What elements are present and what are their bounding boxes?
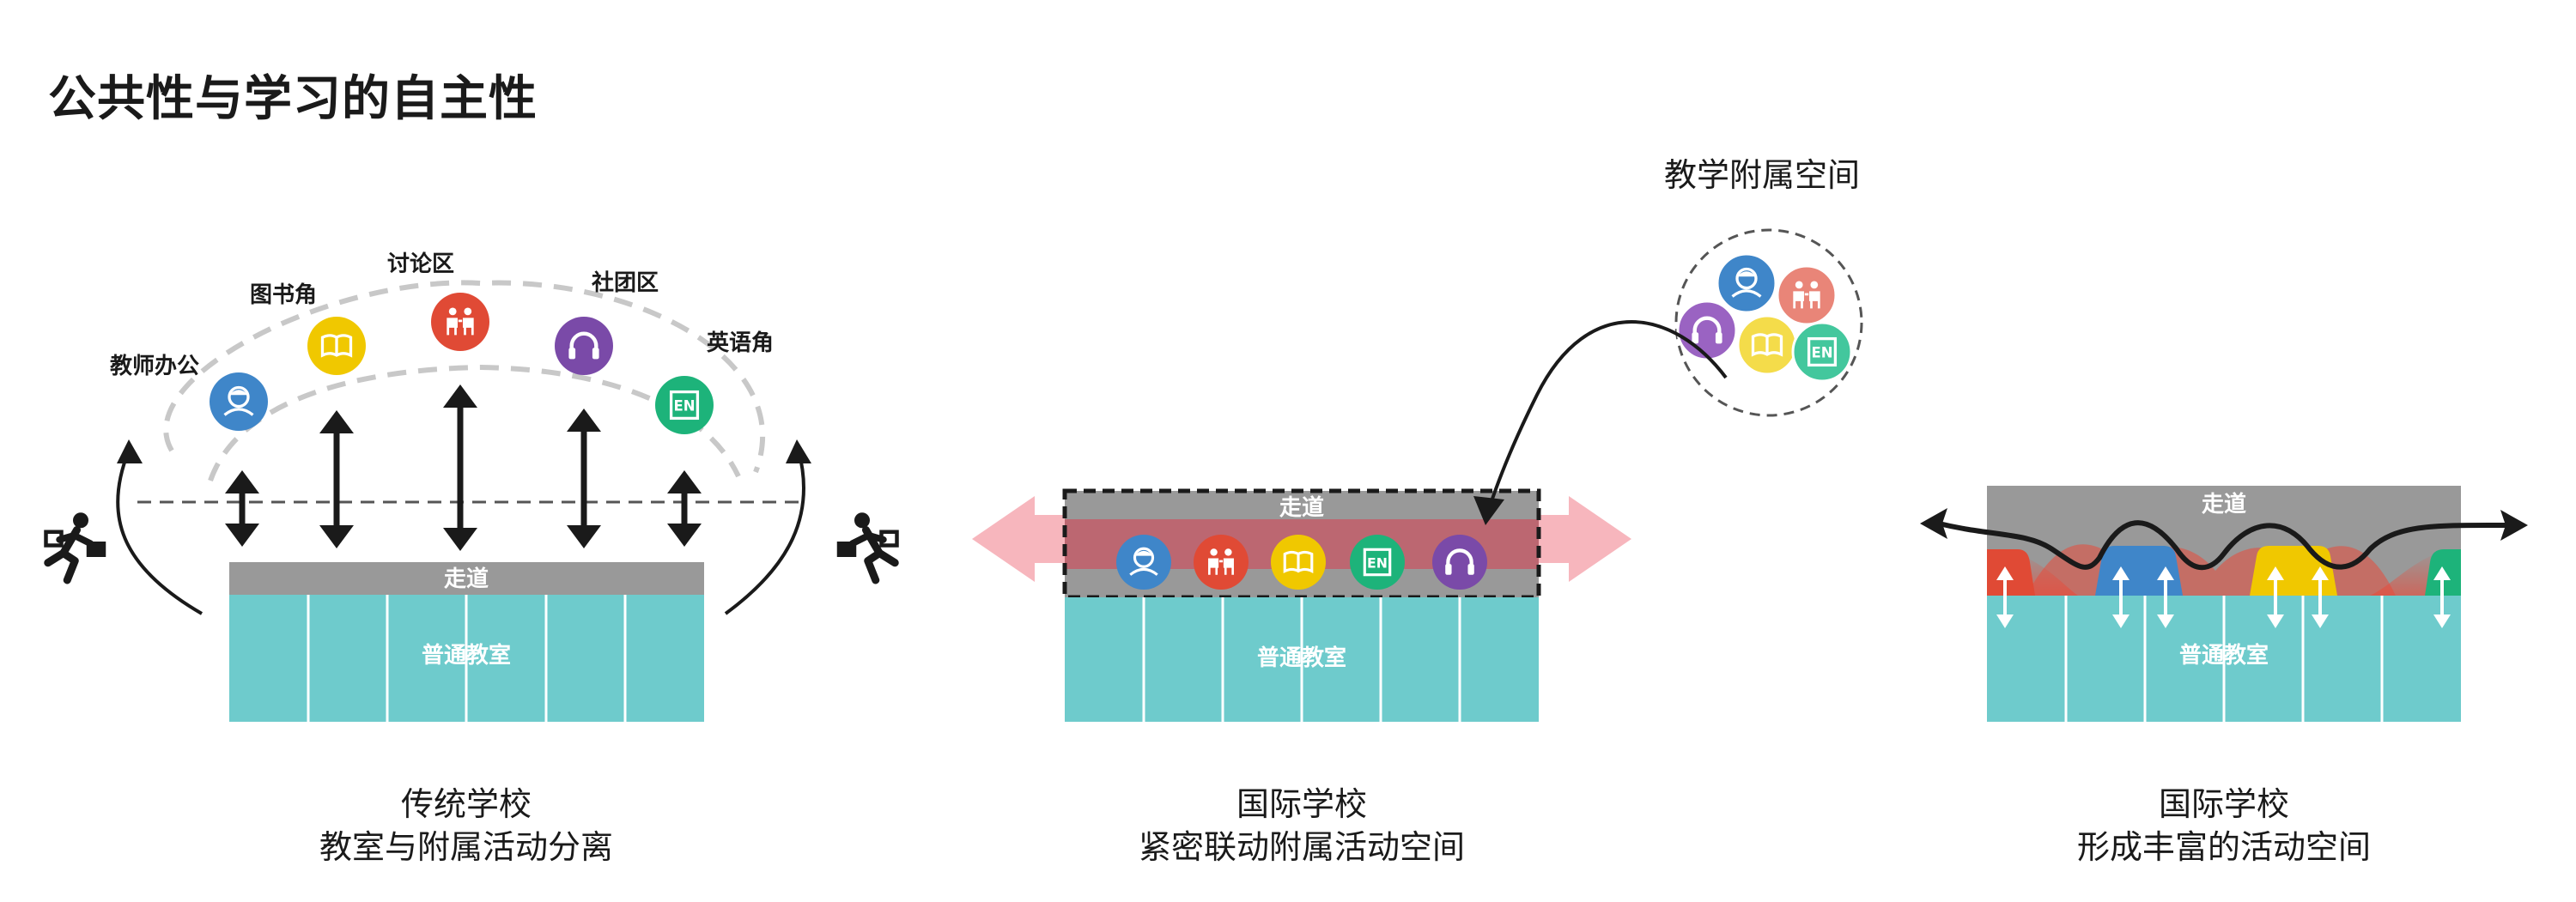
curved-arrow-right <box>724 450 806 615</box>
caption-panel-1: 传统学校 教室与附属活动分离 <box>295 783 638 869</box>
panel-traditional: 教师办公 图书角 讨论区 社团区 英语角 <box>46 251 897 722</box>
bubble-dashed-circle <box>1674 228 1863 417</box>
classroom-dividers <box>1142 597 1461 722</box>
caption-subtitle: 形成丰富的活动空间 <box>2076 828 2371 866</box>
classroom-label: 普通教室 <box>422 642 511 669</box>
activity-pod-red <box>1987 549 2035 596</box>
classroom-label: 普通教室 <box>1257 645 1346 671</box>
pink-arrow-right <box>1520 496 1631 582</box>
arrowhead <box>786 439 811 463</box>
double-arrow <box>225 470 259 547</box>
runner-left-icon <box>46 512 106 580</box>
diagram-title: 公共性与学习的自主性 <box>48 71 538 127</box>
white-double-arrows <box>1996 566 2451 628</box>
corridor-bar <box>229 562 704 595</box>
bubble-icons <box>1676 252 1853 383</box>
caption-title: 国际学校 <box>2158 785 2289 823</box>
caption-panel-2: 国际学校 紧密联动附属活动空间 <box>1104 783 1499 869</box>
club-area <box>555 317 613 375</box>
caption-subtitle: 紧密联动附属活动空间 <box>1138 828 1465 866</box>
runner-right-icon <box>837 512 897 580</box>
double-arrow <box>1996 566 2014 628</box>
caption-subtitle: 教室与附属活动分离 <box>319 828 613 866</box>
space-label-teacher: 教师办公 <box>110 354 199 379</box>
curved-arrow-bubble <box>1488 320 1728 507</box>
caption-title: 传统学校 <box>400 785 532 823</box>
inner-dashed-arc <box>208 364 741 481</box>
double-arrow <box>443 384 477 551</box>
panel-international-1: 走道 普通教室 教学附属空间 <box>972 156 1863 722</box>
double-arrow <box>2267 566 2284 628</box>
attached-space-icons <box>1116 535 1487 590</box>
arrowhead <box>1473 496 1504 525</box>
double-arrow <box>2312 566 2329 628</box>
pink-arrow-left <box>972 496 1084 582</box>
curved-arrow-left <box>116 450 204 615</box>
caption-panel-3: 国际学校 形成丰富的活动空间 <box>2026 783 2421 869</box>
space-label-club: 社团区 <box>592 269 659 296</box>
double-arrow <box>667 470 702 547</box>
space-label-library: 图书角 <box>250 281 317 308</box>
space-label-english: 英语角 <box>707 330 774 356</box>
double-arrow <box>319 410 354 548</box>
library-corner <box>307 317 366 375</box>
panel-international-2: 走道 普通教室 <box>1920 486 2528 722</box>
english-corner <box>655 376 714 434</box>
space-label-discussion: 讨论区 <box>387 251 454 277</box>
arrowhead <box>117 439 143 463</box>
arrowhead-left <box>1920 508 1947 539</box>
wavy-flow-line <box>1938 520 2508 571</box>
teacher-office <box>210 372 268 431</box>
activity-pod-yellow <box>2250 546 2337 596</box>
corridor-label: 走道 <box>1279 494 1324 521</box>
double-arrow <box>2157 566 2174 628</box>
bubble-label: 教学附属空间 <box>1664 156 1860 194</box>
double-arrow <box>2112 566 2129 628</box>
caption-title: 国际学校 <box>1236 785 1367 823</box>
double-arrow <box>2433 566 2451 628</box>
double-arrow <box>567 409 601 548</box>
corridor-label: 走道 <box>2202 491 2246 518</box>
double-arrows <box>225 384 702 551</box>
discussion-area <box>431 293 489 351</box>
corridor-label: 走道 <box>444 566 489 592</box>
classroom-dividers <box>2064 596 2384 722</box>
activity-pod-blue <box>2095 546 2183 596</box>
classroom-label: 普通教室 <box>2179 642 2269 669</box>
arrowhead-right <box>2500 510 2528 541</box>
classroom-dividers <box>307 595 627 722</box>
